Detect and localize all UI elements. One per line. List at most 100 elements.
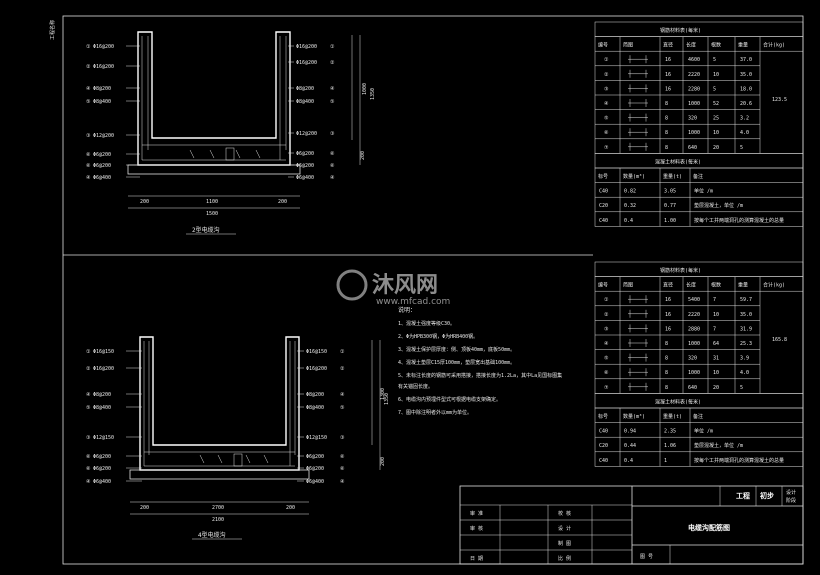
concrete-cell: 垫层混凝土，单位 /m [694,442,743,449]
table-cell: 2220 [688,312,700,318]
table-header: 合计(kg) [763,42,785,49]
callout-number: ④ [86,392,91,398]
section-2-footing [127,164,301,175]
callout-number: ① [86,44,91,50]
section-4-caption: 4型电缆沟 [198,531,226,539]
callout-number: ④ [330,175,335,181]
rebar-callout: Φ6@400 ④ [288,175,335,181]
tb-draw: 制 图 [558,540,571,547]
rebar-sketch [628,353,648,362]
concrete-cell: C40 [599,218,608,224]
callout-number: ② [340,366,345,372]
rebar-sketch [628,99,648,107]
tb-stage2: 设计 [786,489,796,496]
concrete-header: 备注 [693,413,703,420]
section-4-dim-lower: 200 [380,457,386,466]
concrete-cell: 单位 /m [694,188,713,195]
section-2-dim-total-w: 1500 [206,211,218,217]
notes-title: 说明： [398,306,416,314]
table-cell: 18.0 [740,86,752,92]
table-cell: 3.2 [740,116,749,122]
table-cell: ① [604,297,609,303]
tb-approve: 审 准 [470,510,483,517]
table-title: 钢筋材料表(每米) [660,27,701,34]
section-4-dim-wm: 2700 [212,505,224,511]
table-cell: 8 [665,116,668,122]
section-4-footing [129,469,310,480]
callout-number: ② [86,64,91,70]
concrete-header: 备注 [693,173,703,180]
table-cell: 35.0 [740,72,752,78]
table-cell: ④ [604,341,609,347]
callout-number: ② [330,60,335,66]
table-cell: 16 [665,326,671,332]
concrete-cell: 按每个工井两端洞孔的测算混凝土的总量 [694,217,784,224]
callout-number: ④ [86,175,91,181]
table-cell: 4.0 [740,130,749,136]
concrete-cell: 3.05 [664,189,676,195]
note-line: 4、混凝土垫层C15厚100mm，垫层宽出基础100mm。 [398,359,515,366]
concrete-cell: C40 [599,429,608,435]
callout-number: ① [330,44,335,50]
concrete-header: 标号 [598,413,608,420]
callout-label: Φ6@200 [93,454,111,460]
callout-number: ⑤ [86,99,91,105]
table-cell: 1000 [688,101,700,107]
section-4-drawing: 1350 1300 200 200 2700 200 2100 4型电缆沟 [129,336,390,540]
table-cell: 320 [688,356,697,362]
concrete-cell: 1 [664,458,667,464]
table-header: 长度 [686,282,696,289]
callout-number: ④ [330,86,335,92]
table-cell: 5 [740,385,743,391]
callout-label: Φ8@200 [93,86,111,92]
table-cell: ⑦ [604,145,609,151]
table-cell: 25 [713,116,719,122]
table-cell: ① [604,57,609,63]
section-2-caption: 2型电缆沟 [192,226,220,234]
callout-label: Φ16@200 [93,366,114,372]
tb-stage: 初步 [760,491,774,500]
table-cell: 8 [665,101,668,107]
table-cell: 5 [713,86,716,92]
callout-number: ⑥ [340,466,345,472]
callout-number: ⑥ [330,163,335,169]
table-cell: 5400 [688,297,700,303]
section-4-dim-wr: 200 [286,505,295,511]
concrete-header: 数量(m³) [623,413,645,420]
concrete-cell: 0.44 [624,443,636,449]
callout-label: Φ12@200 [296,131,317,137]
note-line: 1、混凝土强度等级C30。 [398,320,455,327]
callout-label: Φ6@200 [296,163,314,169]
table-cell: 20 [713,385,719,391]
table-header: 重量 [738,282,748,289]
table-cell: 10 [713,72,719,78]
table-header: 合计(kg) [763,282,785,289]
callout-label: Φ8@400 [93,99,111,105]
callout-label: Φ16@200 [296,60,317,66]
concrete-cell: 单位 /m [694,428,713,435]
concrete-cell: 按每个工井两端洞孔的测算混凝土的总量 [694,457,784,464]
concrete-cell: C20 [599,203,608,209]
table-header: 根数 [711,42,721,49]
table-cell: 1000 [688,341,700,347]
rebar-sketch [628,128,648,137]
callout-label: Φ6@400 [296,175,314,181]
table-cell: 4.0 [740,370,749,376]
table-cell: 16 [665,72,671,78]
table-cell: 5 [713,57,716,63]
